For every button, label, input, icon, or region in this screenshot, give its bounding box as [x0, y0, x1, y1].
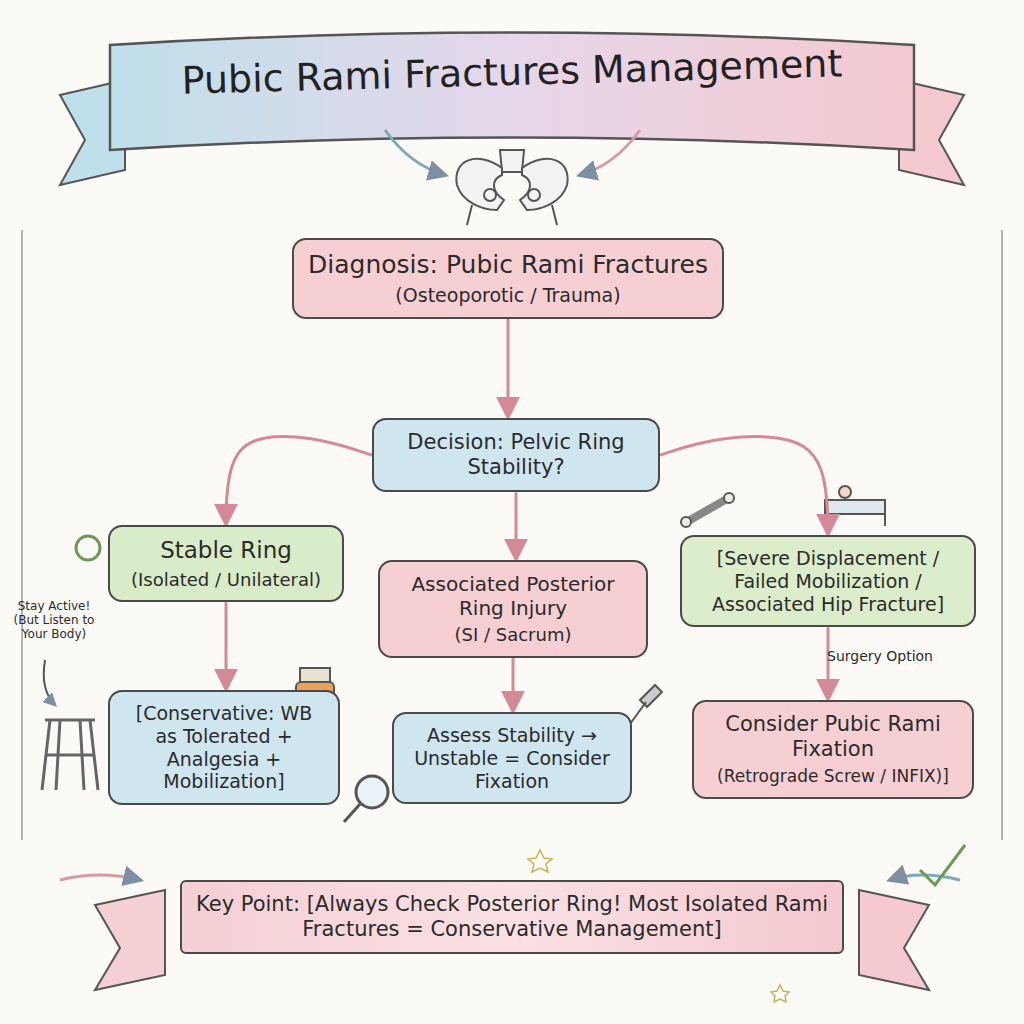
flow-arrow [226, 437, 372, 523]
magnifier-icon [344, 776, 388, 822]
walker-icon [42, 720, 98, 790]
node-subtext: (SI / Sacrum) [392, 624, 634, 646]
node-heading: Associated Posterior Ring Injury [392, 572, 634, 620]
node-subtext: (Isolated / Unilateral) [122, 569, 330, 591]
process-box: Stable Ring (Isolated / Unilateral) [108, 525, 344, 602]
flow-arrow [507, 319, 510, 416]
flow-arrow [225, 602, 228, 688]
screw-icon [630, 685, 662, 724]
node-heading: Stable Ring [122, 537, 330, 565]
keypoint-band: Key Point: [Always Check Posterior Ring!… [180, 880, 844, 954]
node-heading: Diagnosis: Pubic Rami Fractures [306, 250, 710, 280]
deco-arrow [60, 875, 140, 880]
node-heading: Decision: Pelvic Ring Stability? [386, 430, 646, 480]
process-box: [Conservative: WB as Tolerated + Analges… [108, 690, 340, 805]
title-ribbon [60, 33, 964, 186]
node-heading: Consider Pubic Rami Fixation [706, 712, 960, 762]
bone-icon [681, 493, 734, 527]
flow-arrow [515, 492, 518, 558]
flow-arrow [512, 658, 515, 710]
check-mark [920, 845, 965, 885]
process-box: Assess Stability → Unstable = Consider F… [392, 712, 632, 804]
pelvis-icon [456, 150, 567, 225]
process-box: Associated Posterior Ring Injury (SI / Sa… [378, 560, 648, 658]
node-heading: Assess Stability → Unstable = Consider F… [406, 724, 618, 792]
note: Stay Active! (But Listen to Your Body) [6, 600, 102, 641]
leader-line [44, 660, 55, 705]
node-subtext: (Retrograde Screw / INFIX)] [706, 766, 960, 786]
decision-box: Decision: Pelvic Ring Stability? [372, 418, 660, 492]
node-heading: Key Point: [Always Check Posterior Ring!… [194, 892, 830, 942]
node-subtext: (Osteoporotic / Trauma) [306, 284, 710, 307]
process-box: Consider Pubic Rami Fixation (Retrograde … [692, 700, 974, 799]
process-box: Diagnosis: Pubic Rami Fractures (Osteopor… [292, 238, 724, 319]
deco-arrow [580, 130, 640, 175]
frame-line [22, 230, 1002, 840]
cycle-icon [76, 536, 100, 560]
node-heading: [Severe Displacement / Failed Mobilizati… [694, 547, 962, 615]
process-box: [Severe Displacement / Failed Mobilizati… [680, 535, 976, 627]
note: Surgery Option [820, 648, 940, 664]
flow-arrow [660, 437, 828, 533]
node-heading: [Conservative: WB as Tolerated + Analges… [122, 702, 326, 793]
deco-arrow [385, 130, 445, 175]
bed-icon [825, 486, 885, 526]
